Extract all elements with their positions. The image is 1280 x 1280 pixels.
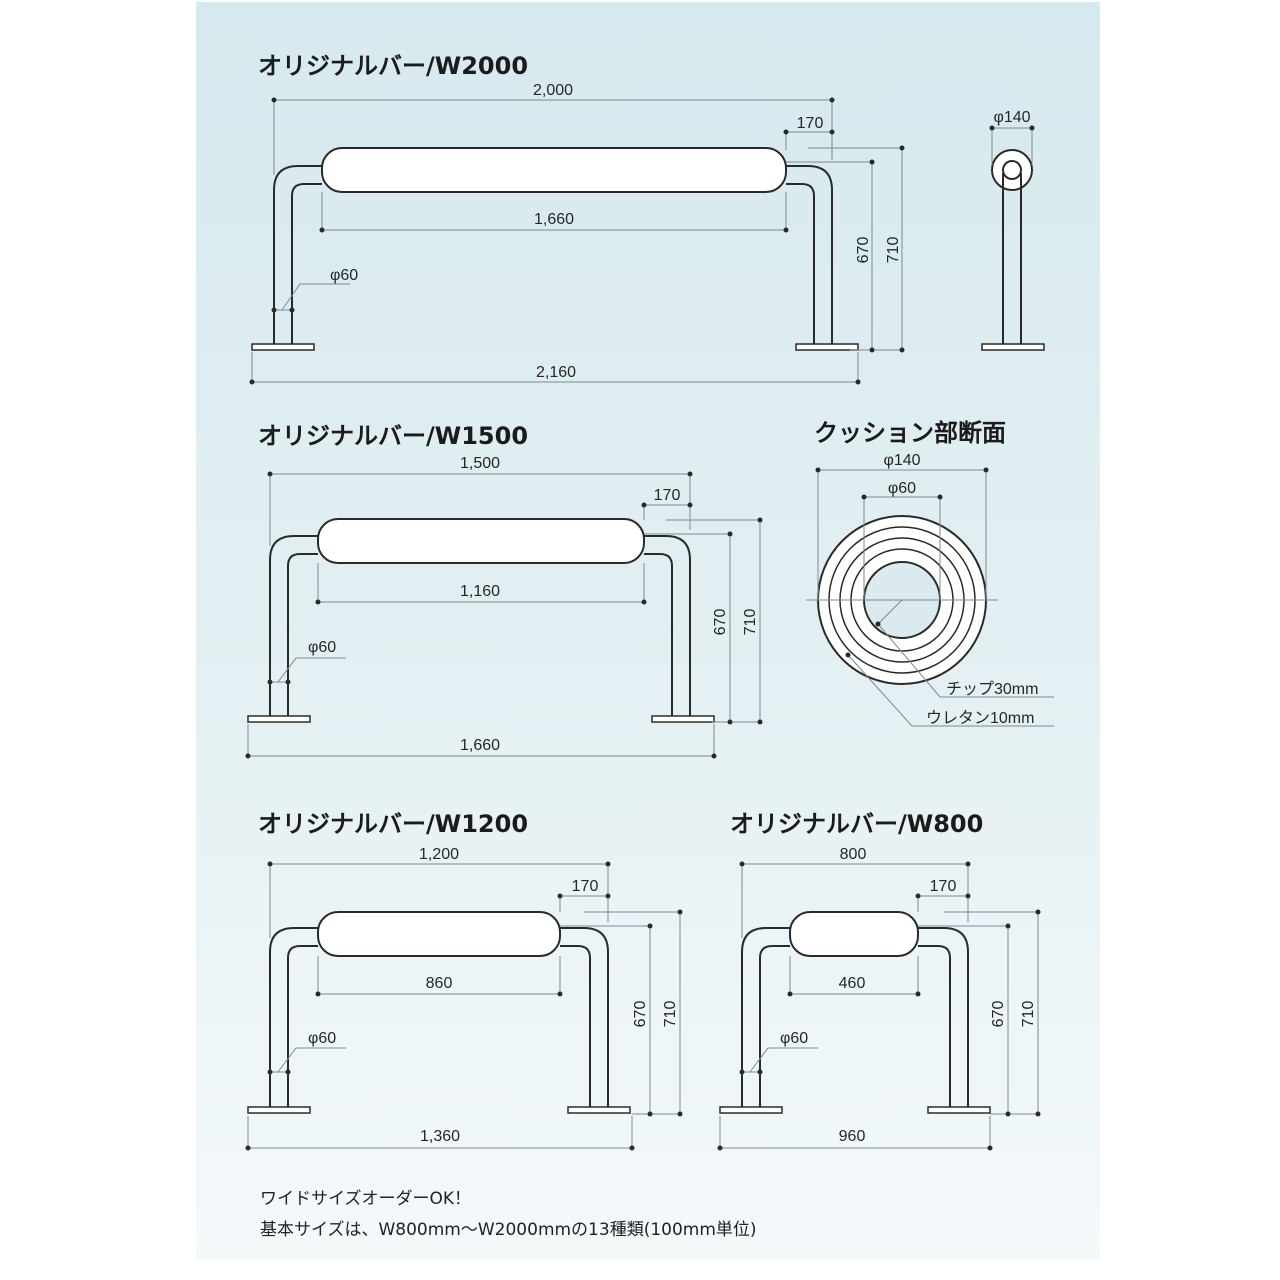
dim-base: 1,660 xyxy=(460,737,500,754)
urethane-label: ウレタン10mm xyxy=(926,709,1034,727)
dim-cushion-length: 1,160 xyxy=(460,583,500,600)
dimension-lines xyxy=(247,473,761,757)
dimension-lines xyxy=(251,99,903,383)
dimension-points xyxy=(249,97,905,385)
cushion xyxy=(317,911,561,957)
base-plate xyxy=(567,1106,631,1114)
cushion xyxy=(789,911,919,957)
bar-frame xyxy=(251,147,859,351)
dim-height-outer: 670 xyxy=(990,1001,1007,1028)
note-wide-order: ワイドサイズオーダーOK！ xyxy=(260,1189,472,1209)
dim-height-total: 710 xyxy=(885,237,902,264)
side-view: φ140 xyxy=(981,109,1045,351)
dim-height-outer: 670 xyxy=(632,1001,649,1028)
drawing-title: オリジナルバー/W1500 xyxy=(258,422,528,450)
pipe-end xyxy=(1002,160,1022,180)
base-plate xyxy=(795,343,859,351)
bar-frame xyxy=(247,518,715,723)
base-plate xyxy=(247,715,311,723)
dim-outer-diameter: φ140 xyxy=(883,452,920,469)
dim-base: 1,360 xyxy=(420,1128,460,1145)
dim-height-outer: 670 xyxy=(855,237,872,264)
dimension-points xyxy=(245,861,683,1151)
dim-height-total: 710 xyxy=(1020,1001,1037,1028)
dim-cushion-length: 460 xyxy=(839,975,866,992)
dimension-points xyxy=(717,861,1041,1151)
dim-inner-diameter: φ60 xyxy=(888,480,916,497)
dim-cut: 170 xyxy=(930,878,957,895)
chip-label: チップ30mm xyxy=(946,680,1038,698)
dim-base: 2,160 xyxy=(536,364,576,381)
dim-pipe: φ60 xyxy=(780,1030,808,1047)
section-title: クッション部断面 xyxy=(814,419,1006,447)
dim-width: 1,200 xyxy=(419,846,459,863)
dim-height-total: 710 xyxy=(742,609,759,636)
cushion xyxy=(317,518,645,564)
base-plate xyxy=(719,1106,783,1114)
side-pipe xyxy=(1002,173,1022,346)
bar-frame xyxy=(719,911,991,1114)
bar-pipe xyxy=(273,165,833,347)
dim-cut: 170 xyxy=(797,115,824,132)
drawing-title: オリジナルバー/W800 xyxy=(730,810,983,838)
base-plate xyxy=(981,343,1045,351)
dim-pipe: φ60 xyxy=(308,1030,336,1047)
base-plate xyxy=(927,1106,991,1114)
dim-width: 800 xyxy=(840,846,867,863)
dimension-lines xyxy=(247,863,681,1149)
drawing-w800: オリジナルバー/W800 800 170 460 φ60 67 xyxy=(717,810,1041,1151)
cushion xyxy=(321,147,787,193)
dim-cut: 170 xyxy=(654,487,681,504)
drawing-w1500: オリジナルバー/W1500 1,500 170 1,160 φ60 xyxy=(245,422,763,759)
bar-pipe xyxy=(269,535,691,716)
drawing-title: オリジナルバー/W1200 xyxy=(258,810,528,838)
bar-pipe xyxy=(741,927,969,1107)
base-plate xyxy=(651,715,715,723)
section-dimension-lines xyxy=(806,469,1054,727)
section-dimension-points xyxy=(815,467,989,658)
bar-pipe xyxy=(269,927,609,1107)
note-basic-sizes: 基本サイズは、W800mm〜W2000mmの13種類(100mm単位) xyxy=(260,1220,757,1240)
dim-width: 2,000 xyxy=(533,82,573,99)
dim-width: 1,500 xyxy=(460,455,500,472)
dim-base: 960 xyxy=(839,1128,866,1145)
dim-pipe: φ60 xyxy=(308,639,336,656)
dim-cushion-length: 860 xyxy=(426,975,453,992)
drawing-title: オリジナルバー/W2000 xyxy=(258,52,528,80)
bar-frame xyxy=(247,911,631,1114)
base-plate xyxy=(251,343,315,351)
cross-section: クッション部断面 φ140 φ60 チップ30mm ウレタン10mm xyxy=(806,419,1054,727)
drawing-w1200: オリジナルバー/W1200 1,200 170 860 φ60 xyxy=(245,810,683,1151)
dimension-points xyxy=(245,471,763,759)
dim-cushion-length: 1,660 xyxy=(534,211,574,228)
dim-pipe: φ60 xyxy=(330,267,358,284)
dim-height-outer: 670 xyxy=(712,609,729,636)
dim-side-diameter: φ140 xyxy=(993,109,1030,126)
drawing-w2000: オリジナルバー/W2000 2,000 170 1,660 φ60 xyxy=(249,52,905,385)
base-plate xyxy=(247,1106,311,1114)
dim-cut: 170 xyxy=(572,878,599,895)
dim-height-total: 710 xyxy=(662,1001,679,1028)
